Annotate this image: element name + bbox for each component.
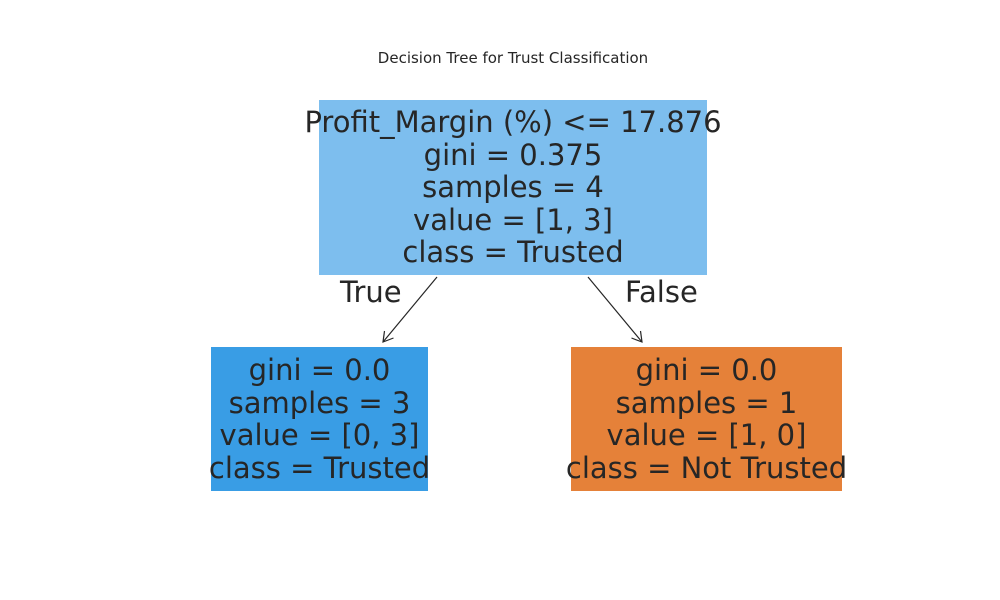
edge-label-true: True xyxy=(340,275,402,309)
arrowhead-icon xyxy=(631,330,643,343)
node-gini: gini = 0.0 xyxy=(248,353,391,387)
node-value: value = [1, 0] xyxy=(606,418,807,452)
node-split-rule: Profit_Margin (%) <= 17.876 xyxy=(304,105,722,140)
arrowhead-icon xyxy=(382,330,394,343)
node-samples: samples = 4 xyxy=(422,170,604,205)
node-class: class = Trusted xyxy=(402,235,624,270)
diagram-title: Decision Tree for Trust Classification xyxy=(377,49,649,67)
left-leaf-node: gini = 0.0 samples = 3 value = [0, 3] cl… xyxy=(208,347,431,491)
node-gini: gini = 0.375 xyxy=(423,137,603,172)
root-node: Profit_Margin (%) <= 17.876 gini = 0.375… xyxy=(304,100,722,275)
node-class: class = Trusted xyxy=(208,450,431,485)
node-samples: samples = 3 xyxy=(228,385,411,420)
node-samples: samples = 1 xyxy=(615,385,798,420)
edge-label-false: False xyxy=(625,275,698,309)
node-value: value = [1, 3] xyxy=(413,202,613,237)
node-gini: gini = 0.0 xyxy=(635,353,778,387)
right-leaf-node: gini = 0.0 samples = 1 value = [1, 0] cl… xyxy=(566,347,847,491)
node-value: value = [0, 3] xyxy=(219,418,420,452)
node-class: class = Not Trusted xyxy=(565,450,848,485)
